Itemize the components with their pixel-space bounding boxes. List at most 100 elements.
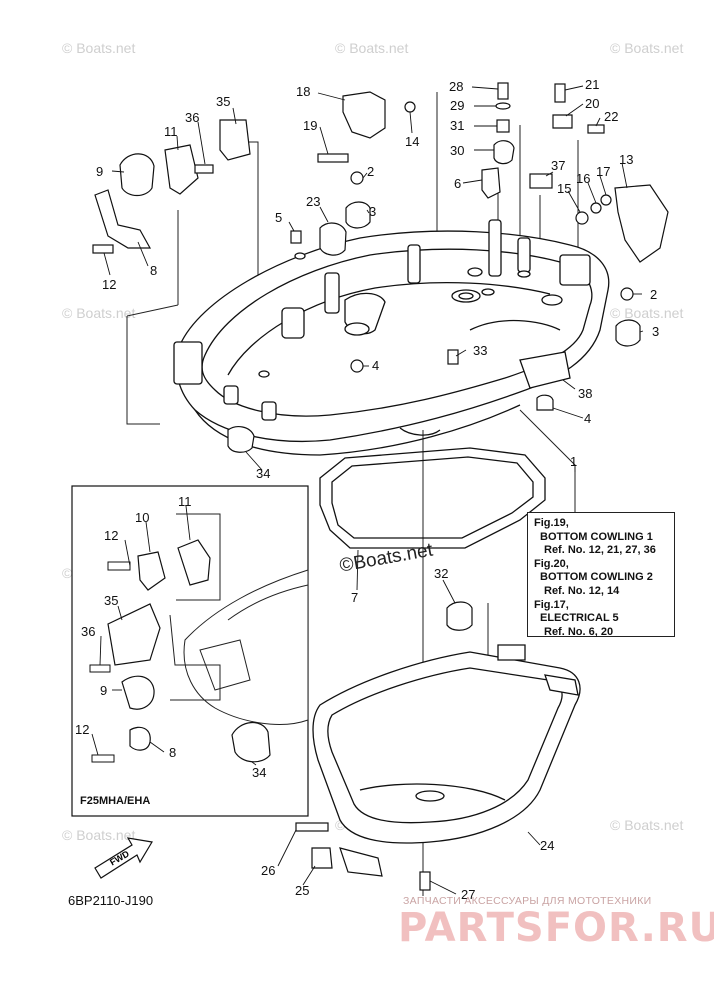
callout-18: 18 bbox=[296, 84, 310, 99]
part-21 bbox=[554, 83, 566, 103]
callout-13: 13 bbox=[619, 152, 633, 167]
part-9 bbox=[119, 153, 155, 197]
fwd-arrow: FWD bbox=[94, 837, 153, 879]
callout-35: 35 bbox=[104, 593, 118, 608]
callout-34: 34 bbox=[252, 765, 266, 780]
callout-9: 9 bbox=[100, 683, 107, 698]
watermark-text: © Boats.net bbox=[62, 827, 135, 843]
part-34 bbox=[227, 426, 255, 453]
note-line: Ref. No. 12, 14 bbox=[544, 584, 620, 597]
callout-11: 11 bbox=[164, 124, 178, 139]
callout-22: 22 bbox=[604, 109, 618, 124]
callout-12: 12 bbox=[75, 722, 89, 737]
callout-4: 4 bbox=[372, 358, 379, 373]
part-22 bbox=[587, 124, 605, 134]
callout-1: 1 bbox=[570, 454, 577, 469]
callout-31: 30 bbox=[450, 143, 464, 158]
callout-3: 3 bbox=[652, 324, 659, 339]
part-32 bbox=[446, 601, 473, 631]
watermark-text: © Boats.net bbox=[335, 40, 408, 56]
callout-20: 20 bbox=[585, 96, 599, 111]
lower-cover bbox=[312, 644, 581, 844]
part-19 bbox=[317, 153, 349, 163]
small-parts bbox=[92, 82, 669, 891]
note-line: BOTTOM COWLING 2 bbox=[540, 571, 653, 584]
callout-27: 27 bbox=[461, 887, 475, 902]
note-line: ELECTRICAL 5 bbox=[540, 612, 619, 625]
gasket bbox=[319, 447, 546, 549]
reference-note-box: Fig.19, BOTTOM COWLING 1 Ref. No. 12, 21… bbox=[527, 512, 675, 638]
part-2b bbox=[620, 287, 634, 301]
callout-33: 33 bbox=[473, 343, 487, 358]
part-15 bbox=[575, 211, 589, 225]
watermark-text: © Boats.net bbox=[62, 40, 135, 56]
part-4a bbox=[350, 359, 364, 373]
callout-37: 37 bbox=[551, 158, 565, 173]
part-25 bbox=[311, 847, 333, 869]
callout-23: 23 bbox=[306, 194, 320, 209]
callout-numbers: 1 2 2 3 3 4 4 5 6 7 8 8 9 9 10 11 11 12 … bbox=[75, 77, 659, 902]
logo-text: PARTSFOR.RU bbox=[398, 905, 714, 951]
note-line: Fig.20, bbox=[534, 557, 569, 570]
part-17 bbox=[600, 194, 612, 206]
part-11 bbox=[164, 144, 199, 195]
callout-8: 8 bbox=[169, 745, 176, 760]
part-35 bbox=[219, 119, 251, 161]
part-20 bbox=[552, 114, 573, 129]
watermark-text: © Boats.net bbox=[610, 817, 683, 833]
part-28 bbox=[497, 82, 509, 100]
watermark-text: © Boats.net bbox=[610, 305, 683, 321]
callout-11: 11 bbox=[178, 494, 192, 509]
callout-9: 9 bbox=[96, 164, 103, 179]
part-4b bbox=[536, 394, 554, 411]
note-line: Fig.17, bbox=[534, 598, 569, 611]
part-3b bbox=[615, 319, 641, 347]
callout-25: 25 bbox=[295, 883, 309, 898]
part-26 bbox=[295, 822, 329, 832]
callout-19: 19 bbox=[303, 118, 317, 133]
note-line: BOTTOM COWLING 1 bbox=[540, 530, 653, 543]
inset-panel bbox=[71, 485, 309, 817]
part-16 bbox=[590, 202, 602, 214]
part-30 bbox=[493, 140, 515, 165]
callout-28: 28 bbox=[449, 79, 463, 94]
callout-7: 7 bbox=[351, 590, 358, 605]
part-18 bbox=[342, 91, 386, 139]
callout-17: 17 bbox=[596, 164, 610, 179]
part-2a bbox=[350, 171, 364, 185]
inset-title: F25MHA/EHA bbox=[80, 795, 151, 807]
part-8 bbox=[94, 189, 152, 249]
watermark-text: © Boats.net bbox=[610, 40, 683, 56]
bottom-cowling bbox=[173, 219, 610, 456]
part-6 bbox=[481, 167, 501, 199]
note-line: Ref. No. 6, 20 bbox=[544, 625, 614, 638]
logo-tagline: ЗАПЧАСТИ АКСЕССУАРЫ ДЛЯ МОТОТЕХНИКИ bbox=[403, 895, 652, 907]
part-5 bbox=[290, 230, 302, 244]
callout-6: 6 bbox=[454, 176, 461, 191]
callout-2: 2 bbox=[367, 164, 374, 179]
part-33 bbox=[447, 349, 459, 365]
callout-15: 15 bbox=[557, 181, 571, 196]
part-3a bbox=[345, 201, 371, 229]
callout-12: 12 bbox=[102, 277, 116, 292]
leader-lines bbox=[91, 85, 644, 895]
callout-24: 24 bbox=[540, 838, 554, 853]
callout-5: 5 bbox=[275, 210, 282, 225]
callout-10: 10 bbox=[135, 510, 149, 525]
part-23 bbox=[319, 222, 347, 256]
note-line: Ref. No. 12, 21, 27, 36 bbox=[544, 544, 656, 557]
callout-38: 38 bbox=[578, 386, 592, 401]
callout-26: 26 bbox=[261, 863, 275, 878]
callout-21: 21 bbox=[585, 77, 599, 92]
part-27 bbox=[419, 871, 431, 891]
callout-3: 3 bbox=[369, 204, 376, 219]
callout-12: 12 bbox=[104, 528, 118, 543]
callout-35: 35 bbox=[216, 94, 230, 109]
note-line: Fig.19, bbox=[534, 517, 569, 529]
callout-16: 16 bbox=[576, 171, 590, 186]
part-12 bbox=[92, 244, 114, 254]
part-29 bbox=[495, 102, 511, 110]
callout-29: 29 bbox=[450, 98, 464, 113]
callout-36: 36 bbox=[81, 624, 95, 639]
